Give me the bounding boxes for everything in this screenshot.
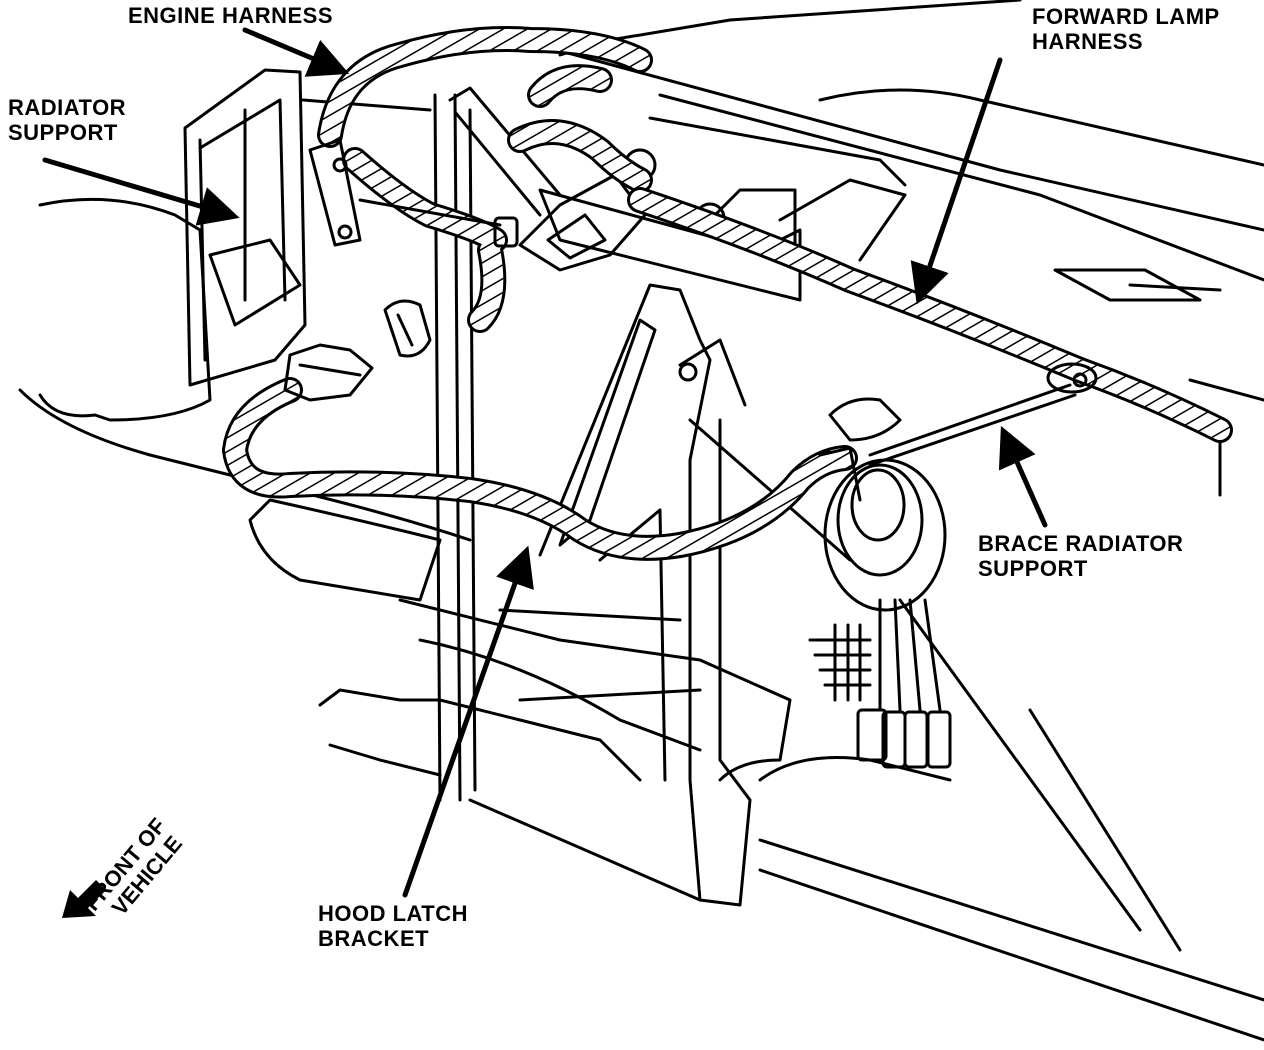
lower-panels (248, 418, 1264, 1042)
label-hood-latch-line2: BRACKET (318, 926, 430, 951)
label-radiator-support-line1: RADIATOR (8, 95, 127, 120)
label-radiator-support: RADIATOR SUPPORT (8, 95, 126, 145)
label-forward-lamp-harness: FORWARD LAMP HARNESS (1032, 4, 1220, 54)
arrow-radiator-support (42, 157, 240, 226)
label-brace-radiator-line1: BRACE RADIATOR (978, 531, 1184, 556)
connectors (283, 138, 519, 402)
arrow-engine-harness (242, 27, 350, 77)
arrow-hood-latch (402, 545, 534, 898)
label-radiator-support-line2: SUPPORT (8, 120, 118, 145)
label-hood-latch-bracket: HOOD LATCH BRACKET (318, 901, 468, 951)
upper-rail (518, 0, 1264, 497)
leader-arrows (42, 27, 1048, 898)
brace-rod (868, 383, 1077, 467)
label-brace-radiator-line2: SUPPORT (978, 556, 1088, 581)
engine-harness-coil-texture (225, 29, 855, 558)
arrow-forward-lamp (910, 57, 1003, 305)
label-hood-latch-line1: HOOD LATCH (318, 901, 469, 926)
label-brace-radiator-support: BRACE RADIATOR SUPPORT (978, 531, 1183, 581)
arrow-brace-radiator (998, 425, 1048, 528)
label-forward-lamp-line1: FORWARD LAMP (1032, 4, 1220, 29)
label-forward-lamp-line2: HARNESS (1032, 29, 1144, 54)
label-engine-harness: ENGINE HARNESS (128, 3, 333, 28)
label-engine-harness-text: ENGINE HARNESS (128, 3, 334, 28)
pigtail-coil (808, 397, 952, 769)
front-of-vehicle-arrow (62, 880, 106, 918)
forward-lamp-harness-wiring (627, 187, 1233, 443)
